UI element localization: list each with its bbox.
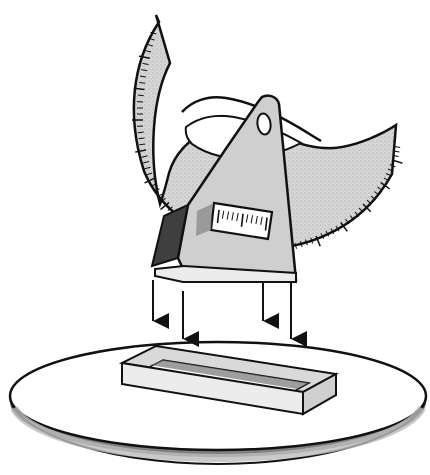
protractor-tick [138,95,144,96]
protractor-tick [139,83,145,84]
placement-arrows [153,280,291,339]
